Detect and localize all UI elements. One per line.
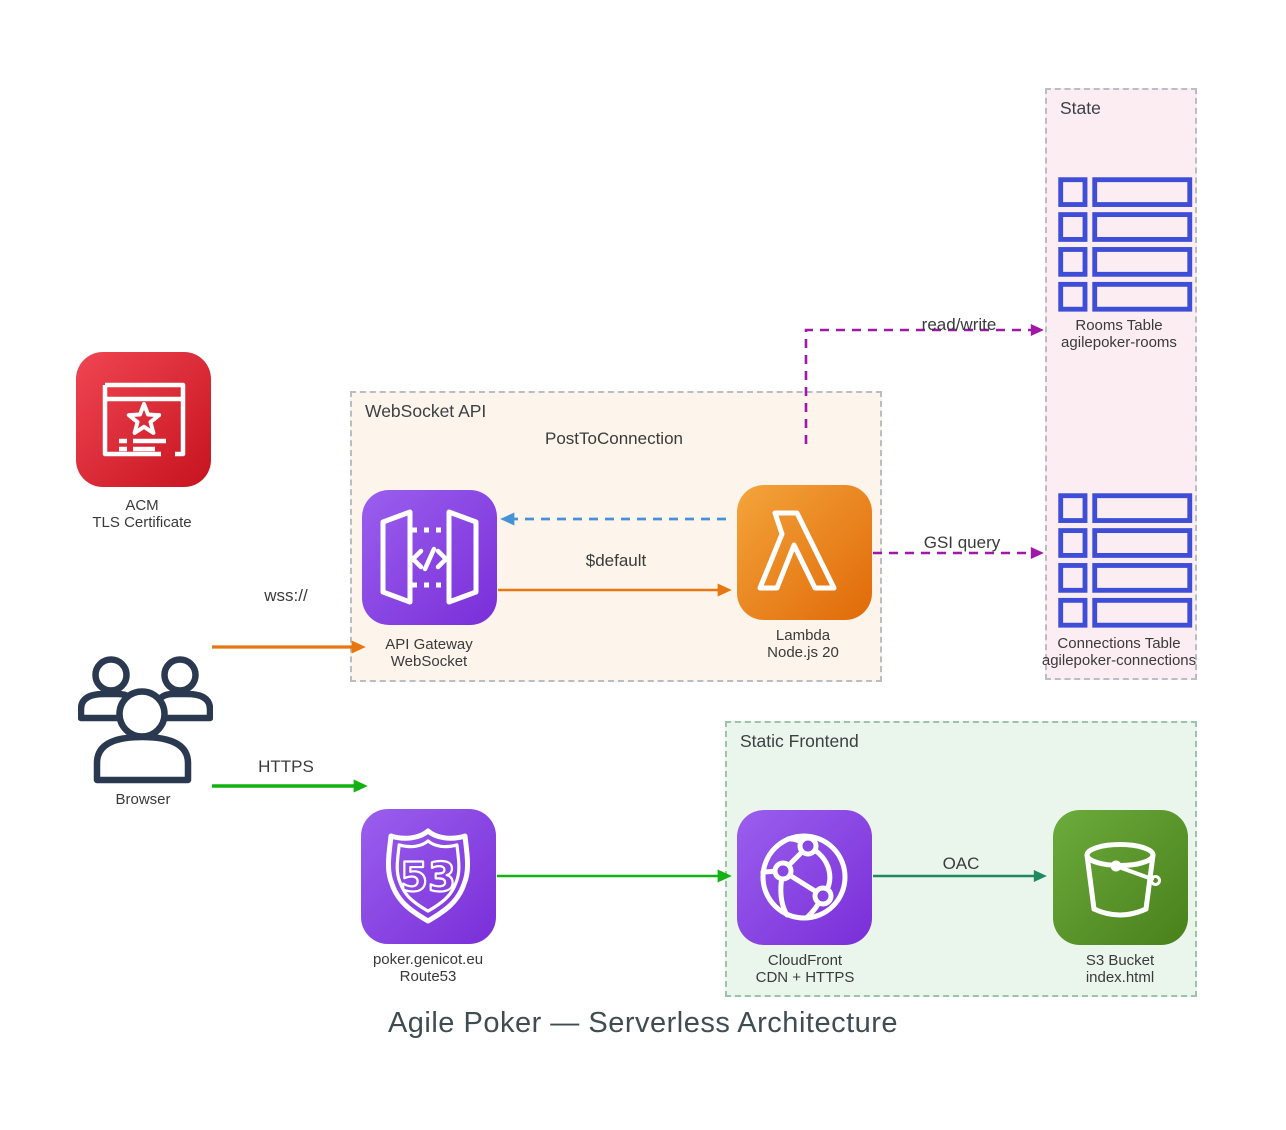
acm-caption: ACM TLS Certificate: [32, 497, 252, 531]
rooms-table-caption-line1: Rooms Table: [1075, 317, 1163, 334]
browser-users-icon: [78, 650, 213, 785]
dynamodb-connections-table-icon: [1058, 493, 1193, 628]
edge-label-post-to-connection: PostToConnection: [545, 429, 683, 448]
rooms-table-caption: Rooms Table agilepoker-rooms: [1009, 317, 1229, 351]
route53-caption: poker.genicot.eu Route53: [318, 951, 538, 985]
connections-table-caption-line1: Connections Table: [1057, 635, 1181, 652]
lambda-caption-line1: Lambda: [775, 627, 831, 644]
connections-table-caption: Connections Table agilepoker-connections: [1003, 635, 1235, 669]
route53-icon: 53: [361, 809, 496, 944]
edge-label-oac: OAC: [942, 854, 980, 873]
connections-table-caption-line2: agilepoker-connections: [1041, 652, 1197, 669]
lambda-caption: Lambda Node.js 20: [693, 627, 913, 661]
rooms-table-caption-line2: agilepoker-rooms: [1061, 334, 1177, 351]
group-static-frontend-title: Static Frontend: [740, 731, 859, 751]
api-gateway-caption: API Gateway WebSocket: [319, 636, 539, 670]
route53-caption-line2: Route53: [399, 968, 457, 985]
cloudfront-caption-line2: CDN + HTTPS: [755, 969, 855, 986]
cloudfront-caption: CloudFront CDN + HTTPS: [695, 952, 915, 986]
acm-caption-line1: ACM: [125, 497, 159, 514]
cloudfront-icon: [737, 810, 872, 945]
group-websocket-api-title: WebSocket API: [365, 401, 487, 421]
s3-caption-line2: index.html: [1085, 969, 1155, 986]
s3-bucket-icon: [1053, 810, 1188, 945]
acm-certificate-icon: [76, 352, 211, 487]
lambda-caption-line2: Node.js 20: [767, 644, 839, 661]
api-gateway-caption-line2: WebSocket: [390, 653, 468, 670]
edge-label-gsi-query: GSI query: [923, 533, 1001, 552]
s3-caption-line1: S3 Bucket: [1085, 952, 1155, 969]
api-gateway-caption-line1: API Gateway: [385, 636, 473, 653]
acm-caption-line2: TLS Certificate: [92, 514, 192, 531]
edge-label-wss: wss://: [264, 586, 308, 605]
route53-caption-line1: poker.genicot.eu: [372, 951, 484, 968]
browser-caption: Browser: [33, 791, 253, 808]
group-state-title: State: [1060, 98, 1101, 118]
s3-caption: S3 Bucket index.html: [1010, 952, 1230, 986]
api-gateway-icon: [362, 490, 497, 625]
edge-label-read-write: read/write: [921, 315, 997, 334]
group-state: State: [1045, 88, 1197, 680]
diagram-title: Agile Poker — Serverless Architecture: [387, 1007, 899, 1039]
code-glyph: [410, 546, 449, 572]
cloudfront-caption-line1: CloudFront: [767, 952, 843, 969]
edge-label-https: HTTPS: [258, 757, 314, 776]
edge-label-default: $default: [585, 551, 647, 570]
dynamodb-rooms-table-icon: [1058, 177, 1193, 312]
lambda-icon: [737, 485, 872, 620]
browser-caption-label: Browser: [115, 791, 171, 808]
route53-badge: 53: [400, 855, 456, 901]
